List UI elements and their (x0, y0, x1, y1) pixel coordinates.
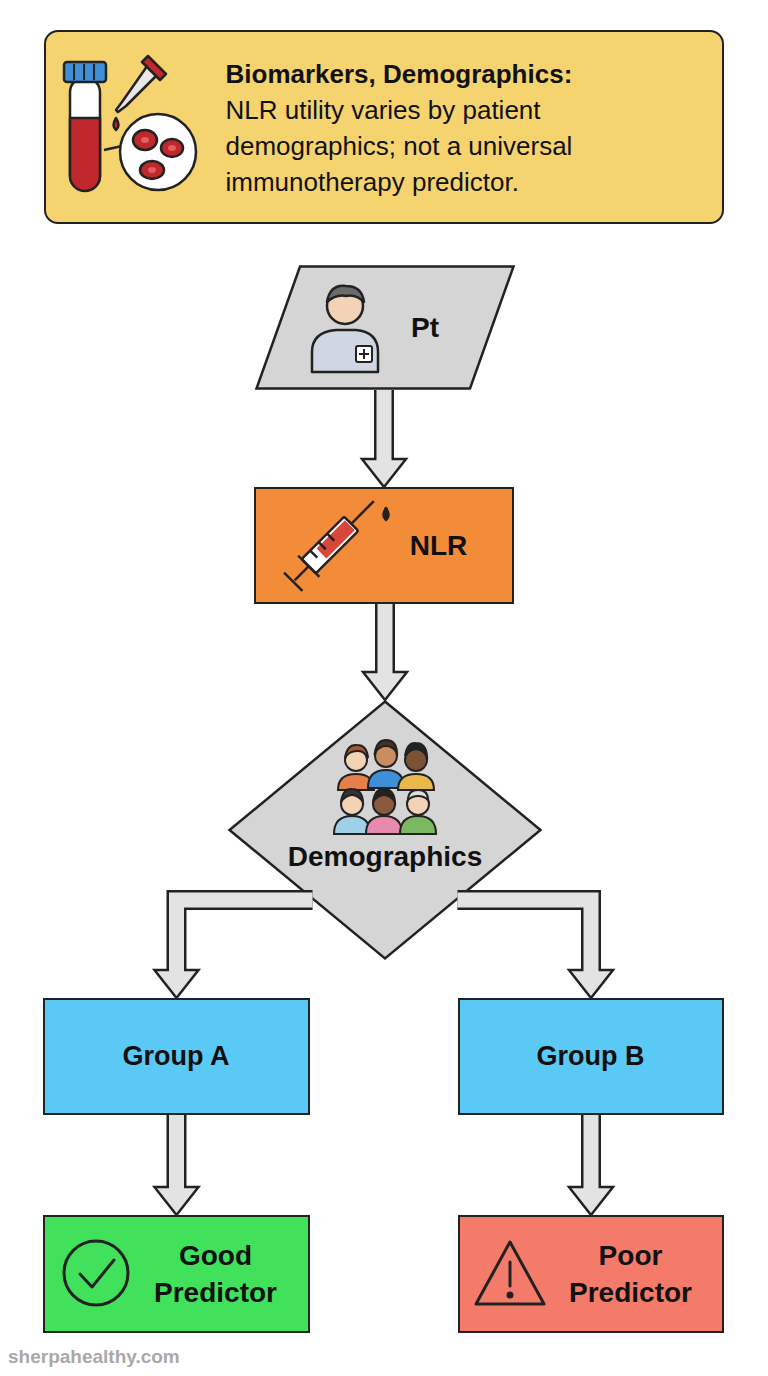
decision-diamond-outline (228, 700, 542, 960)
node-heading: Group B (458, 998, 724, 1115)
arrow-head (363, 672, 407, 700)
watermark-text: sherpahealthy.com (8, 1346, 180, 1368)
node-heading: Pt (380, 265, 470, 390)
flow-arrow (362, 390, 406, 487)
process-box: NLR (254, 487, 514, 604)
node-heading: Biomarkers, Demographics: (226, 56, 706, 92)
input-parallelogram: Pt (255, 265, 515, 390)
arrow-head (155, 970, 199, 998)
node-text: NLR utility varies by patient demographi… (226, 92, 706, 200)
node-heading: Demographics (228, 836, 542, 876)
flow-arrow (155, 900, 313, 998)
flow-arrow (457, 900, 613, 998)
note-banner: Biomarkers, Demographics:NLR utility var… (44, 30, 724, 224)
arrow-shaft-fill (177, 900, 313, 973)
node-heading: Poor Predictor (546, 1215, 716, 1333)
decision-diamond: Demographics (228, 700, 542, 960)
arrow-shaft-fill (378, 604, 393, 675)
group-box: Group A (43, 998, 310, 1115)
decision-diamond-polygon (230, 702, 541, 959)
result-box: Good Predictor (43, 1215, 310, 1333)
arrow-shaft-fill (377, 390, 392, 462)
arrow-shaft-fill (169, 1115, 184, 1190)
arrow-head (569, 970, 613, 998)
flow-arrow (155, 1115, 199, 1215)
flow-arrow (569, 1115, 613, 1215)
arrow-shaft-outline (374, 390, 394, 459)
arrow-shaft-fill (584, 1115, 599, 1190)
arrow-shaft-outline (177, 900, 313, 970)
arrow-shaft-fill (457, 900, 591, 973)
arrow-shaft-outline (581, 1115, 601, 1187)
arrow-shaft-outline (457, 900, 591, 970)
arrow-head (155, 1187, 199, 1215)
node-heading: Good Predictor (131, 1215, 301, 1333)
arrow-shaft-outline (167, 1115, 187, 1187)
input-parallelogram-outline (255, 265, 515, 390)
arrow-head (362, 459, 406, 487)
result-box: Poor Predictor (458, 1215, 724, 1333)
node-heading: NLR (384, 487, 494, 604)
node-heading: Group A (43, 998, 310, 1115)
group-box: Group B (458, 998, 724, 1115)
input-parallelogram-polygon (257, 267, 514, 389)
arrow-head (569, 1187, 613, 1215)
arrow-shaft-outline (375, 604, 395, 672)
flow-arrow (363, 604, 407, 700)
